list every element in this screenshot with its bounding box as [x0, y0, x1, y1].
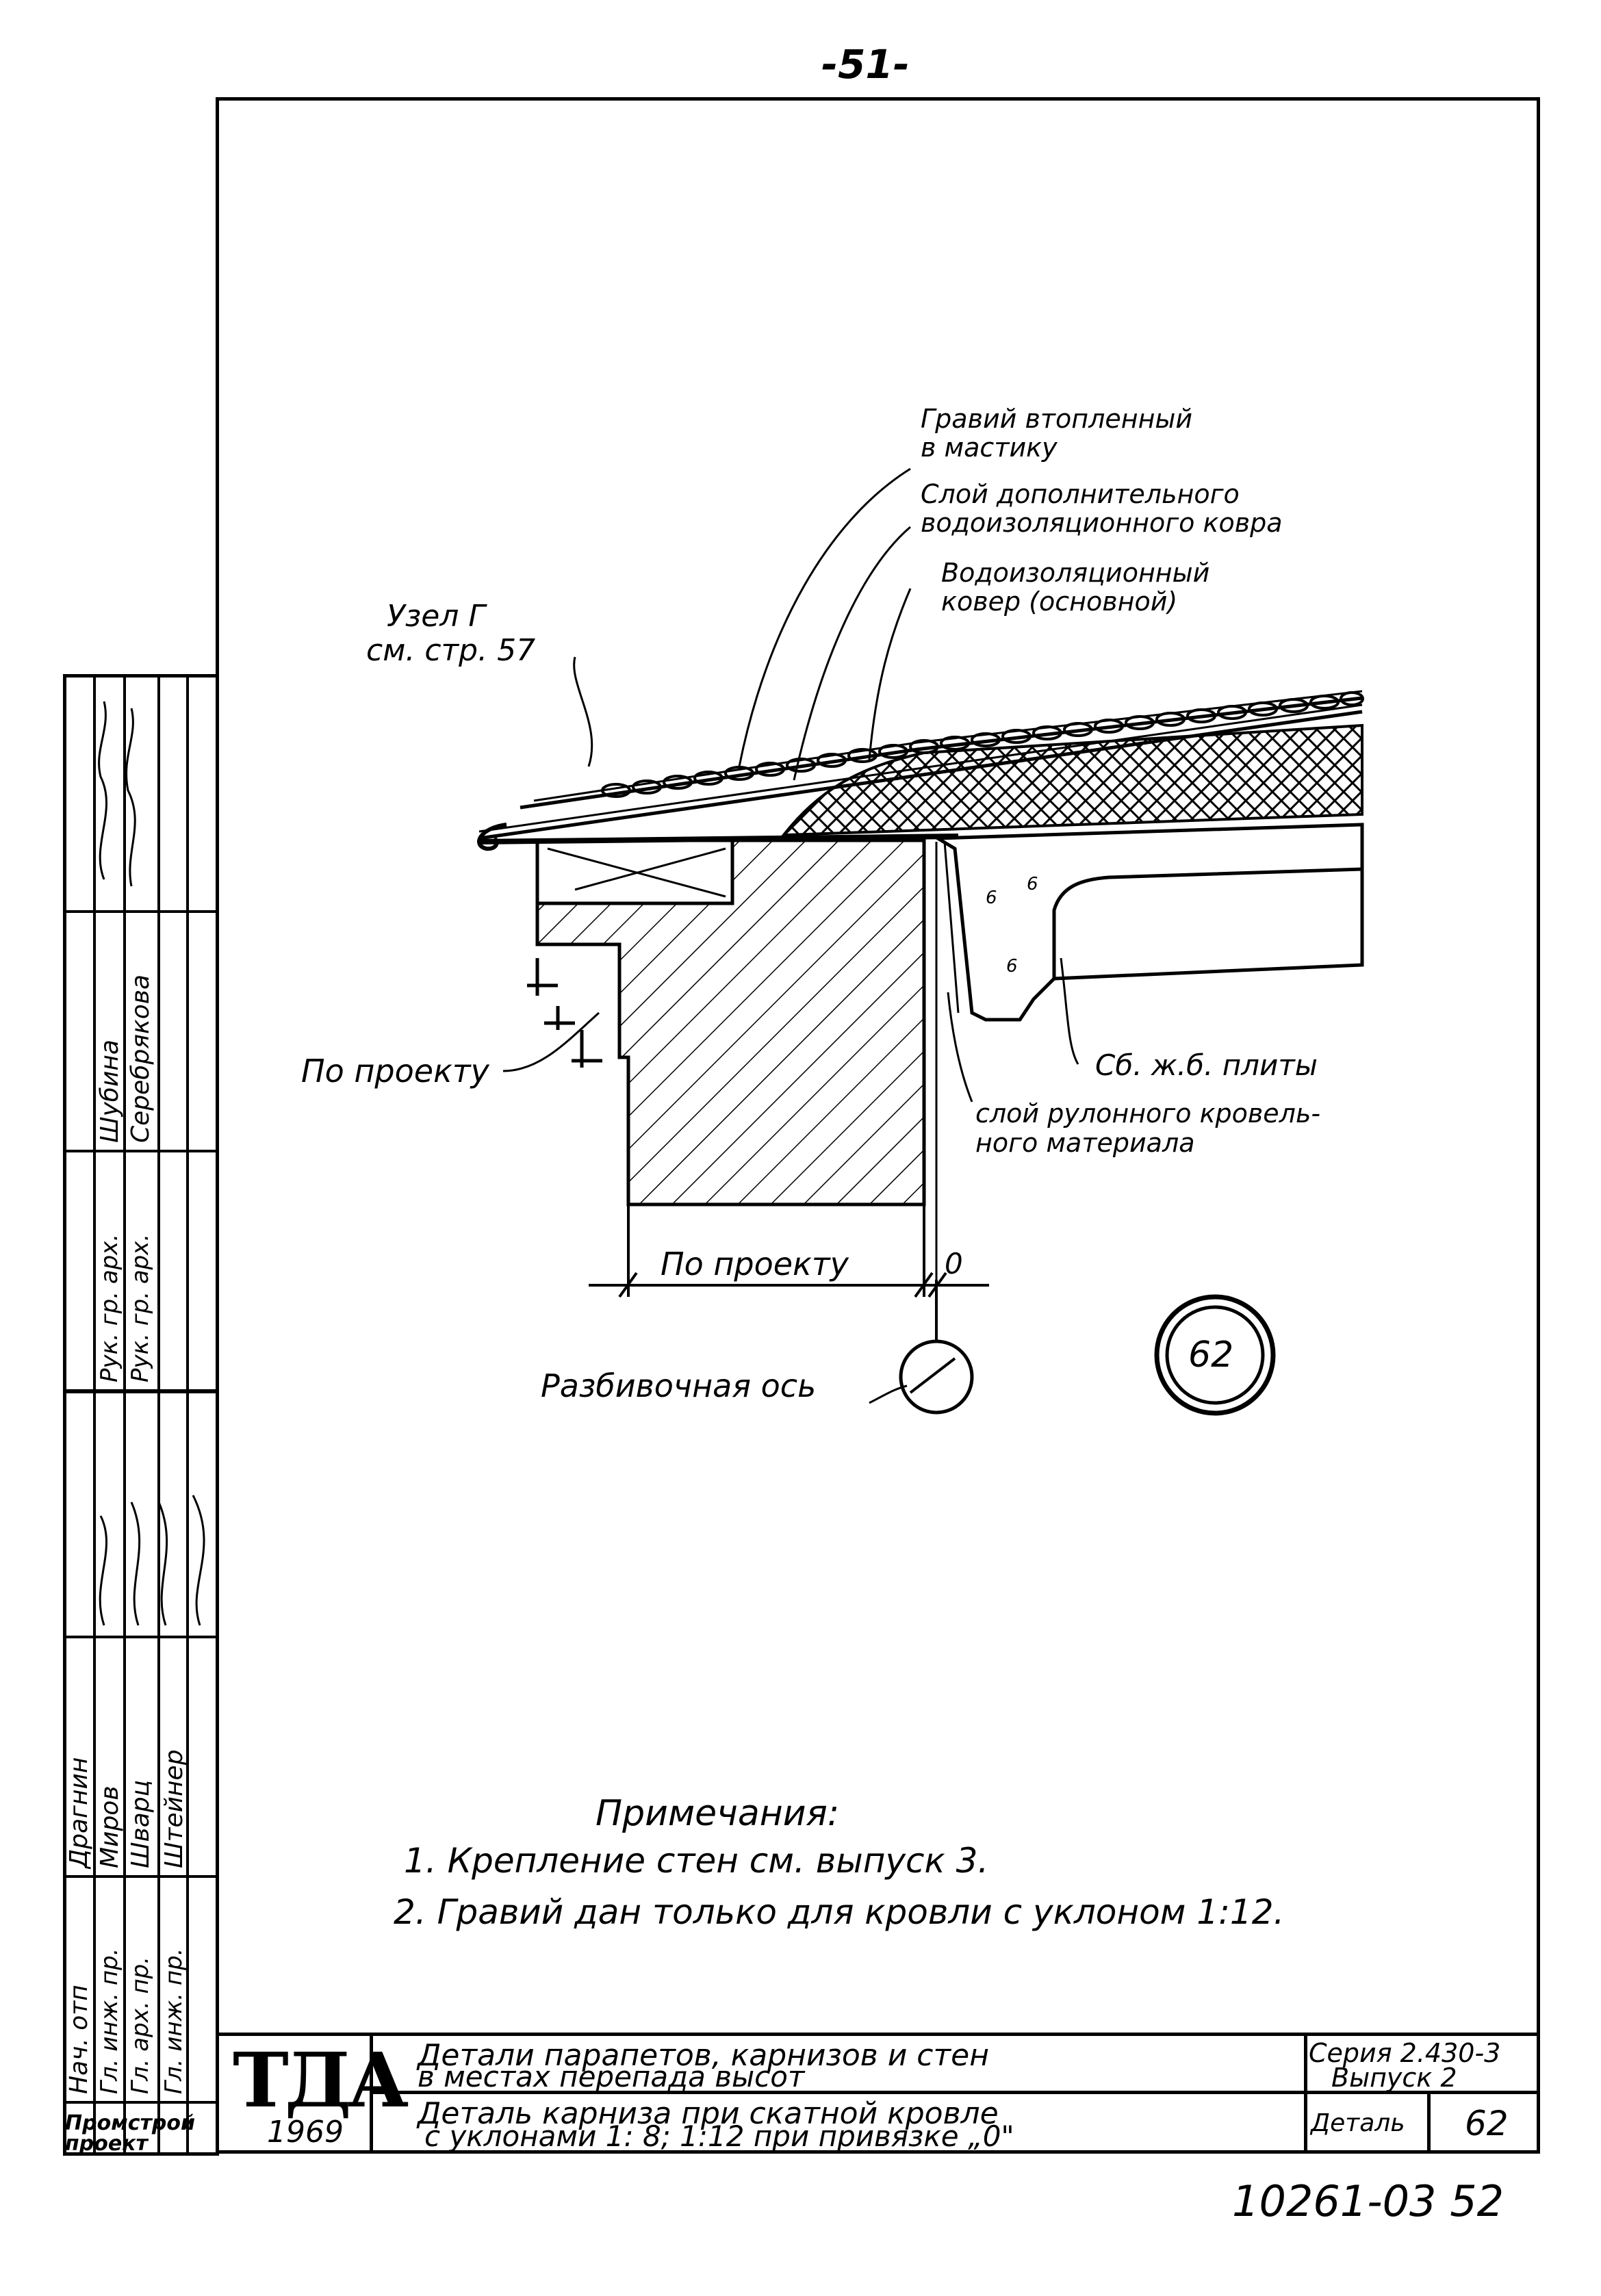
svg-text:6: 6 — [986, 888, 997, 908]
dimension-by-project: По проекту — [661, 1246, 849, 1282]
logo: ТДА — [233, 2036, 409, 2124]
svg-text:6: 6 — [1006, 956, 1018, 977]
callout-gravel-line1: Гравий втопленный — [921, 404, 1193, 434]
callout-by-project-left: По проекту — [301, 1053, 489, 1089]
signatures — [98, 701, 205, 1626]
elevation-marks — [527, 958, 602, 1068]
stamp-role-2: Гл. инж. пр. — [96, 1948, 123, 2094]
detail-label: Деталь — [1311, 2109, 1405, 2137]
roof-base-layer — [478, 710, 1363, 840]
title-main-line2: в местах перепада высот — [418, 2060, 805, 2093]
notes-title: Примечания: — [595, 1793, 840, 1834]
sheet-marker-number: 62 — [1188, 1334, 1234, 1376]
note-item-1: 1. Крепление стен см. выпуск 3. — [404, 1841, 989, 1881]
axis-bubble — [899, 1339, 974, 1415]
document-code: 10261-03 52 — [1232, 2176, 1504, 2226]
stamp-name-2: Миров — [96, 1785, 124, 1868]
wall-section — [535, 838, 926, 1207]
dimension-line — [589, 1204, 989, 1341]
series-label: Серия 2.430-3 — [1309, 2038, 1501, 2068]
drip-edge — [477, 823, 507, 851]
roof-slab — [932, 823, 1364, 1022]
callout-node-line1: Узел Г — [387, 599, 485, 634]
stamp-name-3: Шварц — [127, 1779, 155, 1868]
org-name-line2: проект — [65, 2132, 148, 2156]
axis-label: Разбивочная ось — [541, 1367, 817, 1404]
stamp-name-1: Драгнин — [65, 1757, 93, 1868]
stamp-role-4: Гл. инж. пр. — [160, 1948, 188, 2094]
stamp-role-3: Гл. арх. пр. — [127, 1956, 154, 2094]
side-stamp — [63, 674, 219, 2156]
title-block — [216, 2033, 1540, 2157]
stamp-role-1: Нач. отп — [65, 1985, 93, 2094]
callout-main-layer-line1: Водоизоляционный — [941, 558, 1210, 588]
callout-roll-line2: ного материала — [975, 1128, 1195, 1158]
page-number: -51- — [821, 41, 910, 88]
callout-extra-layer-line2: водоизоляционного ковра — [921, 508, 1283, 538]
year: 1969 — [267, 2115, 344, 2150]
callout-roll-line1: слой рулонного кровель- — [975, 1098, 1321, 1128]
svg-text:6: 6 — [1027, 874, 1038, 894]
title-detail-line2: с уклонами 1: 8; 1:12 при привязке „0" — [424, 2119, 1014, 2153]
title-main-line1: Детали парапетов, карнизов и стен — [418, 2038, 989, 2073]
callout-main-layer-line2: ковер (основной) — [941, 586, 1178, 617]
note-item-2: 2. Гравий дан только для кровли с уклоно… — [394, 1892, 1285, 1932]
callout-slabs: Сб. ж.б. плиты — [1095, 1048, 1318, 1082]
org-name-line1: Промстрой — [65, 2111, 195, 2135]
issue-label: Выпуск 2 — [1331, 2063, 1457, 2093]
callout-gravel-line2: в мастику — [921, 433, 1058, 463]
title-detail-line1: Деталь карниза при скатной кровле — [418, 2096, 999, 2131]
detail-number: 62 — [1465, 2104, 1509, 2143]
gravel-layer — [601, 691, 1364, 798]
callout-extra-layer-line1: Слой дополнительного — [921, 479, 1240, 509]
stamp-name-4: Штейнер — [160, 1749, 188, 1868]
callout-node-line2: см. стр. 57 — [366, 633, 536, 668]
leader-lines — [502, 467, 1079, 1404]
dimension-zero: 0 — [945, 1247, 963, 1280]
